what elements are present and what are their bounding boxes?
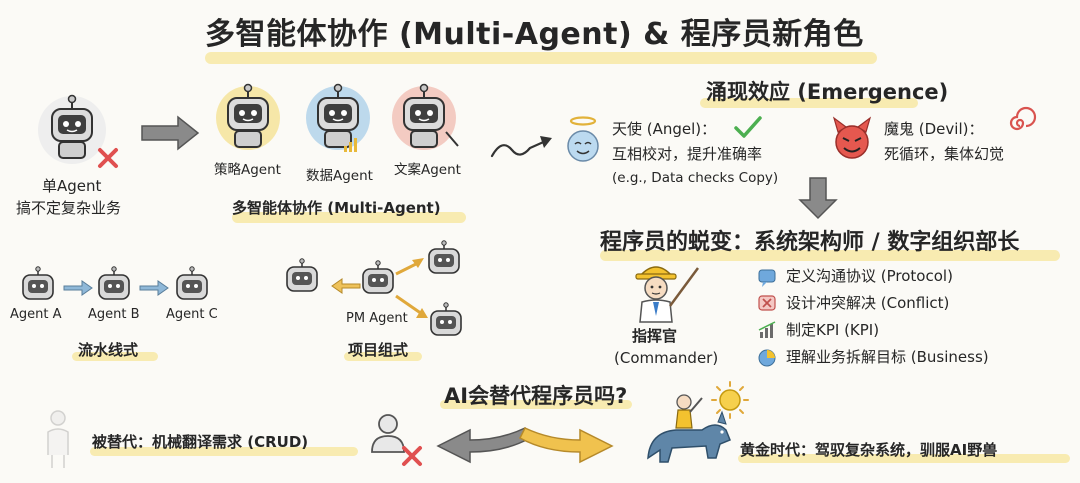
golden-highlight [738, 454, 1070, 463]
page-title: 多智能体协作 (Multi-Agent) & 程序员新角色 [205, 17, 864, 52]
pm-agent-label: PM Agent [346, 311, 408, 326]
multi-agent-caption: 多智能体协作 (Multi-Agent) [232, 199, 441, 217]
pipeline-agent-c: Agent C [166, 307, 218, 322]
duty-business: 理解业务拆解目标 (Business) [786, 348, 989, 366]
pipeline-graphic [22, 265, 208, 300]
single-agent-label: 单Agent [42, 177, 102, 195]
conflict-icon [758, 295, 776, 311]
faded-person-icon [47, 410, 69, 468]
pipeline-caption: 流水线式 [78, 341, 139, 359]
multi-agent-highlight [232, 212, 466, 223]
pipeline-highlight [72, 352, 158, 361]
person-icon [371, 414, 422, 466]
strategy-agent-robot [216, 83, 280, 150]
single-agent-desc: 搞不定复杂业务 [16, 199, 122, 217]
bar-chart-icon [758, 321, 776, 338]
title-highlight [205, 52, 877, 64]
emergence-title: 涌现效应 (Emergence) [706, 80, 949, 104]
duty-kpi: 制定KPI (KPI) [786, 321, 880, 339]
wolf-rider-icon [647, 394, 731, 463]
project-group-graphic [286, 240, 462, 336]
green-check-icon [734, 116, 762, 138]
pie-chart-icon [758, 349, 776, 367]
gray-left-arrow [436, 427, 531, 464]
duty-conflict: 设计冲突解决 (Conflict) [786, 294, 950, 312]
angel-face-icon [567, 116, 599, 162]
angel-name: 天使 (Angel)： [612, 120, 717, 138]
commander-label: 指挥官 [632, 327, 678, 345]
curly-arrow [490, 138, 550, 158]
gold-right-arrow [519, 427, 614, 464]
single-agent-robot [38, 94, 118, 168]
data-agent-robot [306, 83, 370, 152]
programmer-highlight [600, 250, 1060, 261]
project-group-caption: 项目组式 [348, 341, 409, 359]
data-agent-label: 数据Agent [306, 168, 373, 184]
chat-bubble-icon [758, 269, 776, 287]
copy-agent-label: 文案Agent [394, 162, 461, 178]
big-down-arrow [798, 177, 838, 220]
angel-desc: 互相校对，提升准确率 [612, 145, 763, 163]
devil-desc: 死循环，集体幻觉 [884, 145, 1005, 163]
pipeline-agent-a: Agent A [10, 307, 62, 322]
replaced-highlight [90, 447, 358, 456]
duty-protocol: 定义沟通协议 (Protocol) [786, 267, 953, 285]
programmer-title: 程序员的蜕变：系统架构师 / 数字组织部长 [600, 230, 1020, 255]
spiral-icon [1009, 106, 1037, 131]
red-cross-icon [98, 148, 118, 168]
devil-name: 魔鬼 (Devil)： [884, 120, 984, 138]
commander-icon [635, 266, 700, 323]
copy-agent-robot [392, 83, 459, 150]
emergence-highlight [700, 98, 918, 108]
strategy-agent-label: 策略Agent [214, 162, 281, 178]
sun-icon [711, 381, 749, 419]
big-right-arrow [141, 115, 200, 151]
commander-en-label: (Commander) [614, 349, 719, 367]
project-group-highlight [344, 352, 422, 361]
angel-example: (e.g., Data checks Copy) [612, 170, 779, 186]
devil-face-icon [832, 116, 872, 159]
question-highlight [440, 400, 632, 409]
replaced-text: 被替代：机械翻译需求 (CRUD) [92, 433, 309, 451]
pipeline-agent-b: Agent B [88, 307, 140, 322]
question-text: AI会替代程序员吗? [444, 384, 628, 408]
golden-text: 黄金时代：驾驭复杂系统，驯服AI野兽 [740, 441, 998, 459]
